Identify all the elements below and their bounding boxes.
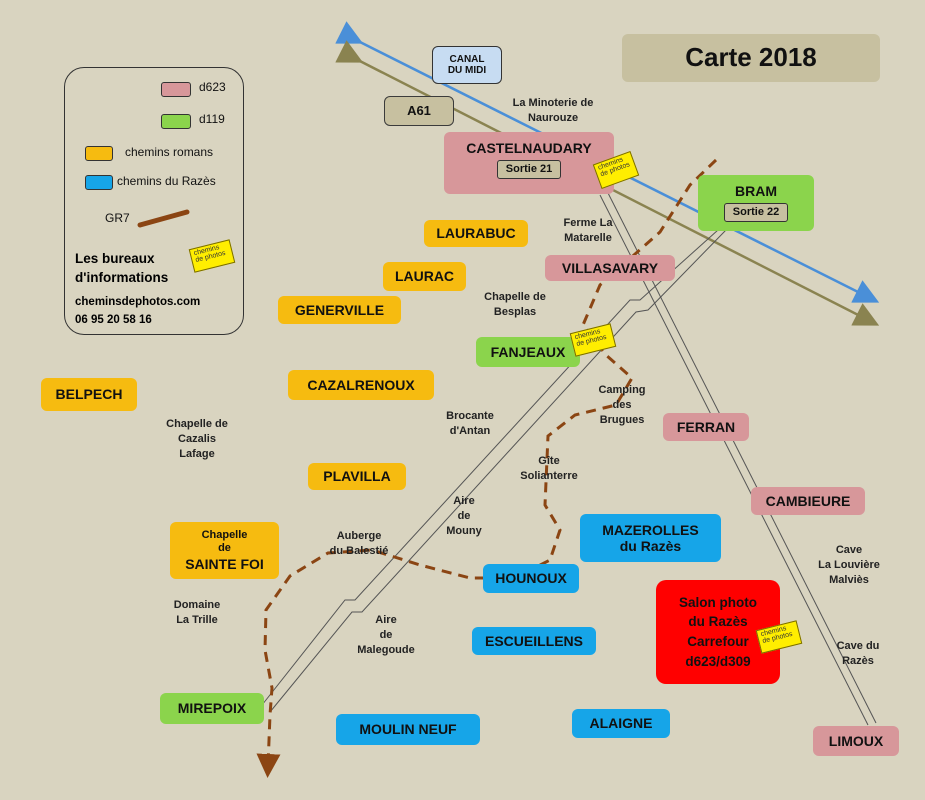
chapelle-sainte-foi-top: Chapelle de <box>201 529 248 554</box>
legend-swatch-d119 <box>161 114 191 129</box>
town-limoux: LIMOUX <box>813 726 899 756</box>
town-laurabuc: LAURABUC <box>424 220 528 247</box>
town-mirepoix: MIREPOIX <box>160 693 264 724</box>
town-plavilla: PLAVILLA <box>308 463 406 490</box>
legend-label-d623: d623 <box>199 80 226 94</box>
legend-office-title: Les bureaux d'informations <box>75 251 169 285</box>
a61-label: A61 <box>384 96 454 126</box>
legend-swatch-d623 <box>161 82 191 97</box>
town-bram-name: BRAM <box>735 183 777 199</box>
bram-exit-badge: Sortie 22 <box>723 203 789 222</box>
town-mazerolles: MAZEROLLES du Razès <box>580 514 721 562</box>
town-alaigne: ALAIGNE <box>572 709 670 738</box>
town-castelnaudary-name: CASTELNAUDARY <box>466 140 592 156</box>
place-brocante-antan: Brocante d'Antan <box>446 410 494 437</box>
map-title: Carte 2018 <box>622 34 880 82</box>
town-generville: GENERVILLE <box>278 296 401 324</box>
gr7-path <box>256 158 718 778</box>
town-fanjeaux: FANJEAUX <box>476 337 580 367</box>
road-castelnaudary-limoux <box>599 194 869 726</box>
town-ferran: FERRAN <box>663 413 749 441</box>
place-aire-malegoude: Aire de Malegoude <box>357 614 415 656</box>
legend-label-chemins-romans: chemins romans <box>125 145 214 159</box>
canal-du-midi-label: CANAL DU MIDI <box>432 46 502 84</box>
road-castelnaudary-limoux-2 <box>607 192 877 724</box>
town-hounoux: HOUNOUX <box>483 564 579 593</box>
legend-swatch-chemins-romans <box>85 146 113 161</box>
place-cave-razes: Cave du Razès <box>836 640 880 667</box>
chapelle-sainte-foi: Chapelle de SAINTE FOI <box>170 522 279 579</box>
place-chapelle-cazalis: Chapelle de Cazalis Lafage <box>166 418 228 460</box>
town-castelnaudary: CASTELNAUDARY Sortie 21 <box>444 132 614 194</box>
town-bram: BRAM Sortie 22 <box>698 175 814 231</box>
legend-label-chemins-razes: chemins du Razès <box>117 174 216 188</box>
town-cazalrenoux: CAZALRENOUX <box>288 370 434 400</box>
town-cambieure: CAMBIEURE <box>751 487 865 515</box>
legend-phone: 06 95 20 58 16 <box>75 314 152 326</box>
legend-website: cheminsdephotos.com <box>75 296 201 308</box>
legend-label-gr7: GR7 <box>105 211 130 225</box>
road-bram-mirepoix <box>261 229 719 706</box>
legend-chemins-de-photos-sticker: chemins de photos <box>188 239 236 273</box>
place-camping-brugues: Camping des Brugues <box>598 384 646 426</box>
town-laurac: LAURAC <box>383 262 466 291</box>
place-domaine-trille: Domaine La Trille <box>173 599 221 626</box>
town-belpech: BELPECH <box>41 378 137 411</box>
town-moulin-neuf: MOULIN NEUF <box>336 714 480 745</box>
castelnaudary-exit-badge: Sortie 21 <box>496 160 562 179</box>
road-bram-mirepoix-2 <box>269 229 727 713</box>
place-auberge-balestie: Auberge du Balestié <box>329 530 389 557</box>
legend-swatch-chemins-razes <box>85 175 113 190</box>
place-chapelle-besplas: Chapelle de Besplas <box>484 291 546 318</box>
legend-gr7-swatch <box>137 209 190 228</box>
chapelle-sainte-foi-name: SAINTE FOI <box>185 555 264 572</box>
place-ferme-matarelle: Ferme La Matarelle <box>563 217 613 244</box>
place-cave-louviere: Cave La Louvière Malviès <box>818 544 880 586</box>
town-escueillens: ESCUEILLENS <box>472 627 596 655</box>
town-villasavary: VILLASAVARY <box>545 255 675 281</box>
place-aire-mouny: Aire de Mouny <box>446 495 482 537</box>
place-minoterie: La Minoterie de Naurouze <box>512 97 594 124</box>
place-gite-solianterre: Gîte Solianterre <box>520 455 578 482</box>
legend-panel: d623 d119 chemins romans chemins du Razè… <box>64 67 244 335</box>
legend-label-d119: d119 <box>199 112 225 126</box>
